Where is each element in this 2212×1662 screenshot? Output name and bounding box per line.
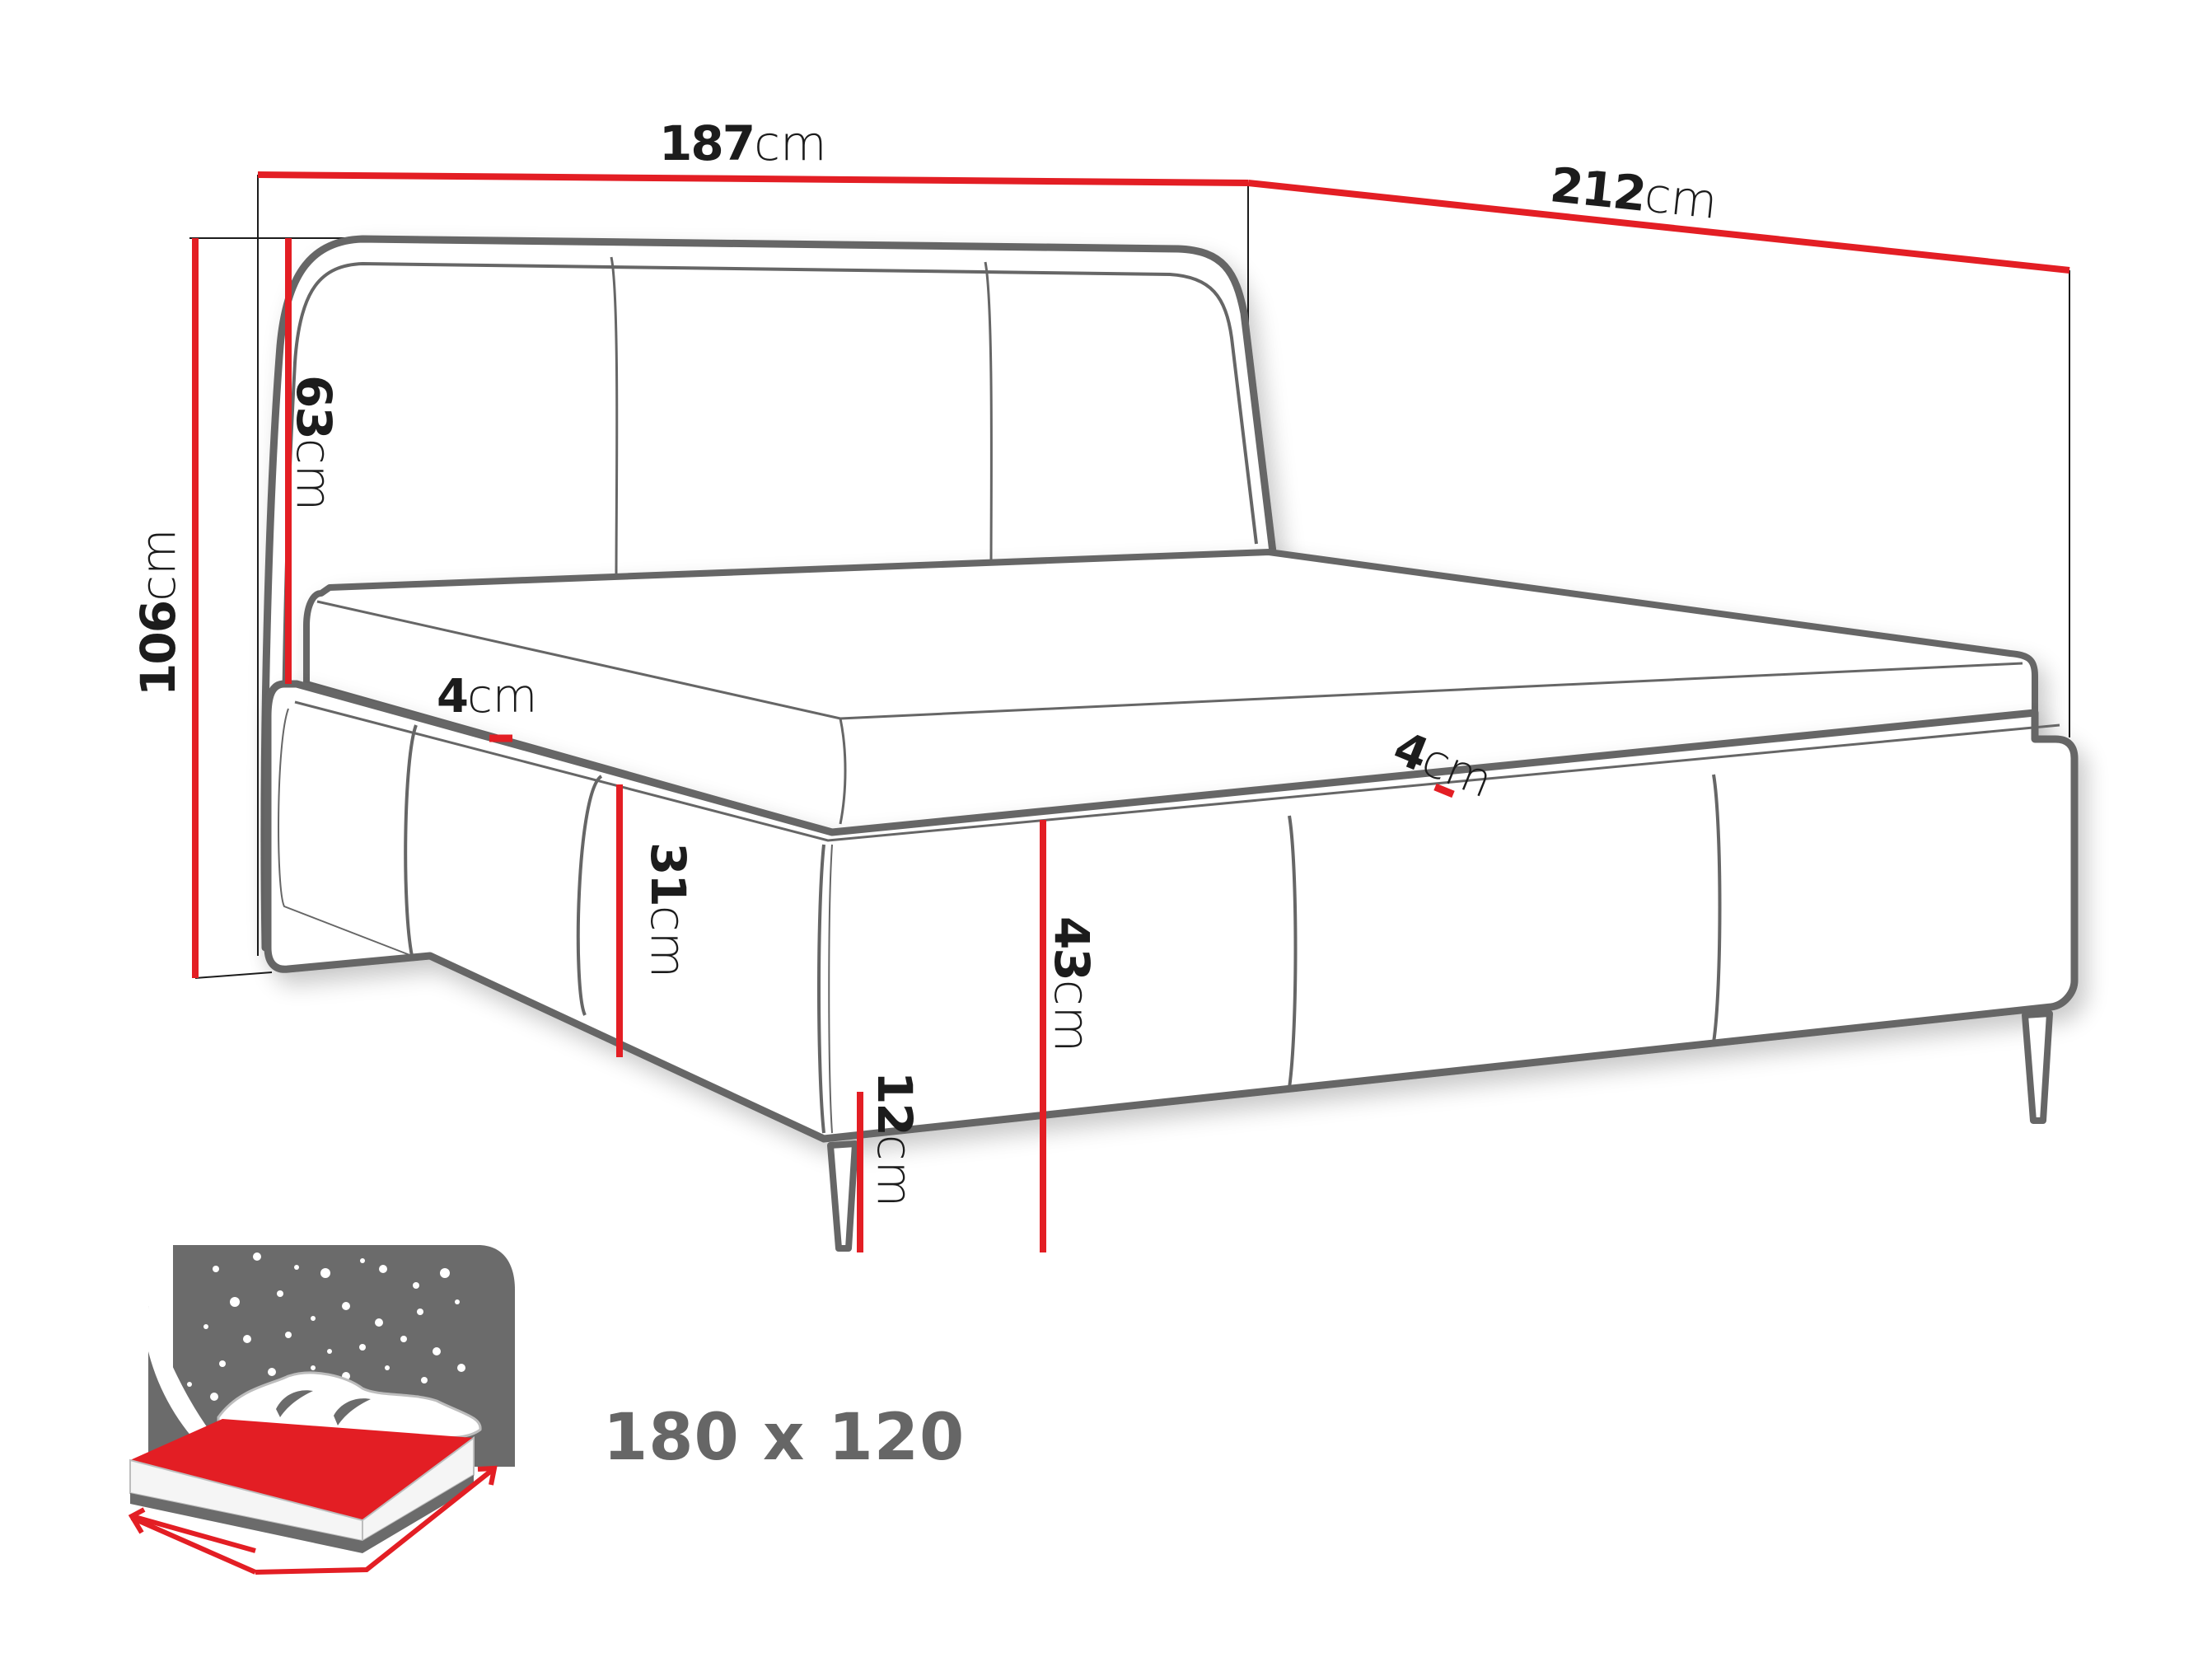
label-headboard-height: 63cm bbox=[286, 375, 342, 512]
mattress-size-icon bbox=[128, 1245, 515, 1575]
leg-front-left bbox=[827, 1140, 858, 1252]
dim-line-width bbox=[257, 171, 1249, 186]
label-bed-height: 43cm bbox=[1044, 916, 1100, 1053]
dim-line-edge-right bbox=[1433, 783, 1455, 798]
label-total-height: 106cm bbox=[130, 528, 186, 696]
bed-frame bbox=[264, 680, 2079, 1143]
bed-legs bbox=[827, 1010, 2053, 1252]
label-frame-edge-left: 4cm bbox=[437, 670, 538, 723]
dim-line-length bbox=[1247, 180, 2070, 274]
dimension-lines bbox=[192, 171, 2070, 1252]
label-side-rail-height: 31cm bbox=[640, 842, 696, 979]
mattress bbox=[303, 549, 2038, 836]
label-leg-height: 12cm bbox=[867, 1071, 923, 1208]
label-total-width: 187cm bbox=[659, 115, 827, 171]
mattress-size-label: 180 x 120 bbox=[603, 1401, 966, 1475]
leg-front-right bbox=[2022, 1010, 2053, 1124]
